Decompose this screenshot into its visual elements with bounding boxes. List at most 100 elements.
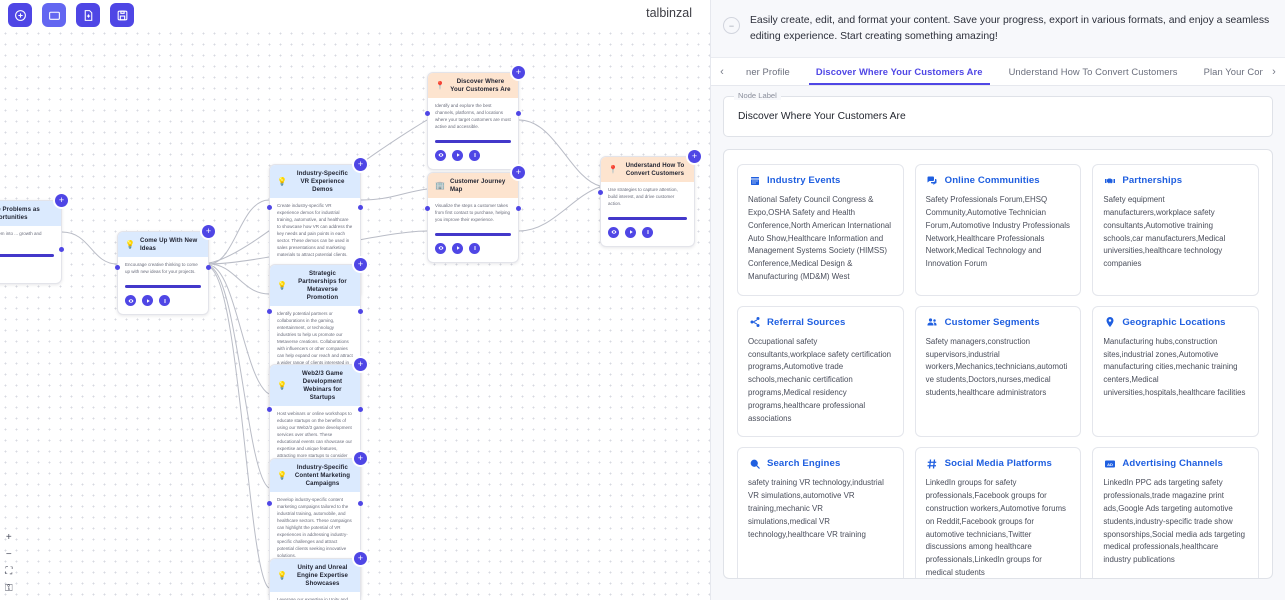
- node-port[interactable]: [598, 190, 603, 195]
- info-icon[interactable]: [469, 149, 480, 161]
- card-referral-sources[interactable]: Referral Sources Occupational safety con…: [737, 305, 904, 438]
- card-search-engines[interactable]: Search Engines safety training VR techno…: [737, 447, 904, 579]
- play-icon[interactable]: [142, 295, 153, 306]
- node-label-legend: Node Label: [734, 91, 781, 101]
- card-title: Social Media Platforms: [944, 458, 1052, 470]
- eye-icon[interactable]: [435, 149, 446, 161]
- node-port[interactable]: [358, 205, 363, 210]
- node-port[interactable]: [425, 206, 430, 211]
- tab-plan-your-content-strategy[interactable]: Plan Your Content Strategy: [1203, 66, 1263, 78]
- node-progress-bar: [125, 285, 201, 288]
- node-port[interactable]: [358, 309, 363, 314]
- card-text: Manufacturing hubs,construction sites,in…: [1103, 336, 1246, 398]
- node-port[interactable]: [267, 407, 272, 412]
- node-unity-and-unreal-engine-expertise-showcases[interactable]: + 💡 Unity and Unreal Engine Expertise Sh…: [269, 552, 367, 600]
- info-icon[interactable]: [642, 226, 653, 238]
- node-body: Develop industry-specific content market…: [270, 492, 360, 563]
- tab-discover-where-your-customers-are[interactable]: Discover Where Your Customers Are: [803, 58, 996, 86]
- node-add-handle[interactable]: +: [354, 452, 367, 465]
- node-actions[interactable]: [428, 143, 518, 169]
- play-icon[interactable]: [625, 226, 636, 238]
- node-port[interactable]: [358, 407, 363, 412]
- node-port[interactable]: [358, 501, 363, 506]
- node-port[interactable]: [425, 111, 430, 116]
- eye-icon[interactable]: [435, 242, 446, 254]
- play-icon[interactable]: [452, 242, 463, 254]
- node-body: ...es and convert them into ... growth a…: [0, 226, 61, 248]
- node-port[interactable]: [267, 501, 272, 506]
- flow-canvas-pane[interactable]: + Redefine Problems as Opportunities ...…: [0, 0, 710, 600]
- node-description: Develop industry-specific content market…: [277, 497, 352, 558]
- zoom-in-button[interactable]: +: [5, 532, 12, 543]
- node-redefine-problems[interactable]: + Redefine Problems as Opportunities ...…: [0, 194, 68, 284]
- node-port[interactable]: [267, 205, 272, 210]
- node-port[interactable]: [206, 265, 211, 270]
- card-industry-events[interactable]: Industry Events National Safety Council …: [737, 164, 904, 296]
- node-title: Industry-Specific VR Experience Demos: [296, 170, 349, 194]
- tabs-bar[interactable]: ‹ ner Profile Discover Where Your Custom…: [711, 57, 1285, 87]
- node-port[interactable]: [267, 309, 272, 314]
- node-title: Web2/3 Game Development Webinars for Sta…: [302, 370, 343, 402]
- node-discover-where-your-customers-are[interactable]: + 📍 Discover Where Your Customers Are Id…: [425, 66, 525, 170]
- tab-understand-how-to-convert-customers[interactable]: Understand How To Convert Customers: [1008, 66, 1178, 78]
- canvas-toolbar[interactable]: [8, 3, 134, 27]
- canvas-zoom-controls[interactable]: + − ⛶ ⚿: [5, 533, 13, 594]
- node-actions[interactable]: [0, 257, 61, 283]
- card-header: Customer Segments: [926, 316, 1071, 329]
- lightbulb-icon: 💡: [277, 281, 287, 291]
- info-icon[interactable]: [469, 242, 480, 254]
- tabs-scroll-container[interactable]: ner Profile Discover Where Your Customer…: [733, 58, 1263, 86]
- card-online-communities[interactable]: Online Communities Safety Professionals …: [914, 164, 1082, 296]
- map-pin-icon: [1103, 316, 1116, 329]
- building-icon: 🏢: [435, 181, 445, 191]
- node-label-value[interactable]: Discover Where Your Customers Are: [738, 111, 906, 123]
- workspace-user-label: talbinzal: [646, 6, 692, 20]
- eye-icon[interactable]: [125, 295, 136, 306]
- node-add-handle[interactable]: +: [688, 150, 701, 163]
- node-add-handle[interactable]: +: [512, 166, 525, 179]
- node-actions[interactable]: [118, 288, 208, 314]
- card-text: LinkedIn PPC ads targeting safety profes…: [1103, 478, 1246, 565]
- card-customer-segments[interactable]: Customer Segments Safety managers,constr…: [914, 305, 1082, 438]
- node-add-handle[interactable]: +: [55, 194, 68, 207]
- node-add-handle[interactable]: +: [202, 225, 215, 238]
- add-node-button[interactable]: [8, 3, 32, 27]
- info-icon[interactable]: [159, 295, 170, 306]
- node-description: ...es and convert them into ... growth a…: [0, 231, 42, 237]
- zoom-out-button[interactable]: −: [5, 549, 12, 560]
- node-add-handle[interactable]: +: [354, 158, 367, 171]
- lock-canvas-button[interactable]: ⚿: [5, 583, 13, 594]
- card-title: Search Engines: [767, 458, 841, 470]
- chevron-left-icon[interactable]: ‹: [720, 65, 724, 78]
- node-understand-how-to-convert-customers[interactable]: + 📍 Understand How To Convert Customers …: [598, 150, 701, 247]
- save-button[interactable]: [110, 3, 134, 27]
- node-add-handle[interactable]: +: [354, 552, 367, 565]
- card-partnerships[interactable]: Partnerships Safety equipment manufactur…: [1092, 164, 1259, 296]
- node-title: Come Up With New Ideas: [139, 237, 198, 253]
- node-customer-journey-map[interactable]: + 🏢 Customer Journey Map Visualize the s…: [425, 166, 525, 263]
- node-actions[interactable]: [601, 220, 694, 246]
- new-file-button[interactable]: [76, 3, 100, 27]
- fit-view-button[interactable]: ⛶: [5, 566, 13, 577]
- node-add-handle[interactable]: +: [512, 66, 525, 79]
- node-actions[interactable]: [428, 236, 518, 262]
- minus-circle-icon[interactable]: −: [723, 17, 740, 34]
- card-social-media-platforms[interactable]: Social Media Platforms LinkedIn groups f…: [914, 447, 1082, 579]
- node-come-up-with-new-ideas[interactable]: + 💡 Come Up With New Ideas Encourage cre…: [115, 225, 215, 315]
- node-label-field[interactable]: Node Label Discover Where Your Customers…: [723, 91, 1273, 138]
- node-port[interactable]: [115, 265, 120, 270]
- card-text: Safety Professionals Forum,EHSQ Communit…: [925, 195, 1070, 269]
- node-add-handle[interactable]: +: [354, 358, 367, 371]
- node-port[interactable]: [59, 247, 64, 252]
- node-port[interactable]: [516, 206, 521, 211]
- folder-button[interactable]: [42, 3, 66, 27]
- node-add-handle[interactable]: +: [354, 258, 367, 271]
- chevron-right-icon[interactable]: ›: [1272, 65, 1276, 78]
- tab-partner-profile[interactable]: ner Profile: [746, 66, 790, 78]
- card-geographic-locations[interactable]: Geographic Locations Manufacturing hubs,…: [1092, 305, 1259, 438]
- eye-icon[interactable]: [608, 226, 619, 238]
- card-advertising-channels[interactable]: AD Advertising Channels LinkedIn PPC ads…: [1092, 447, 1259, 579]
- node-progress-bar: [435, 232, 511, 236]
- node-port[interactable]: [516, 111, 521, 116]
- play-icon[interactable]: [452, 149, 463, 161]
